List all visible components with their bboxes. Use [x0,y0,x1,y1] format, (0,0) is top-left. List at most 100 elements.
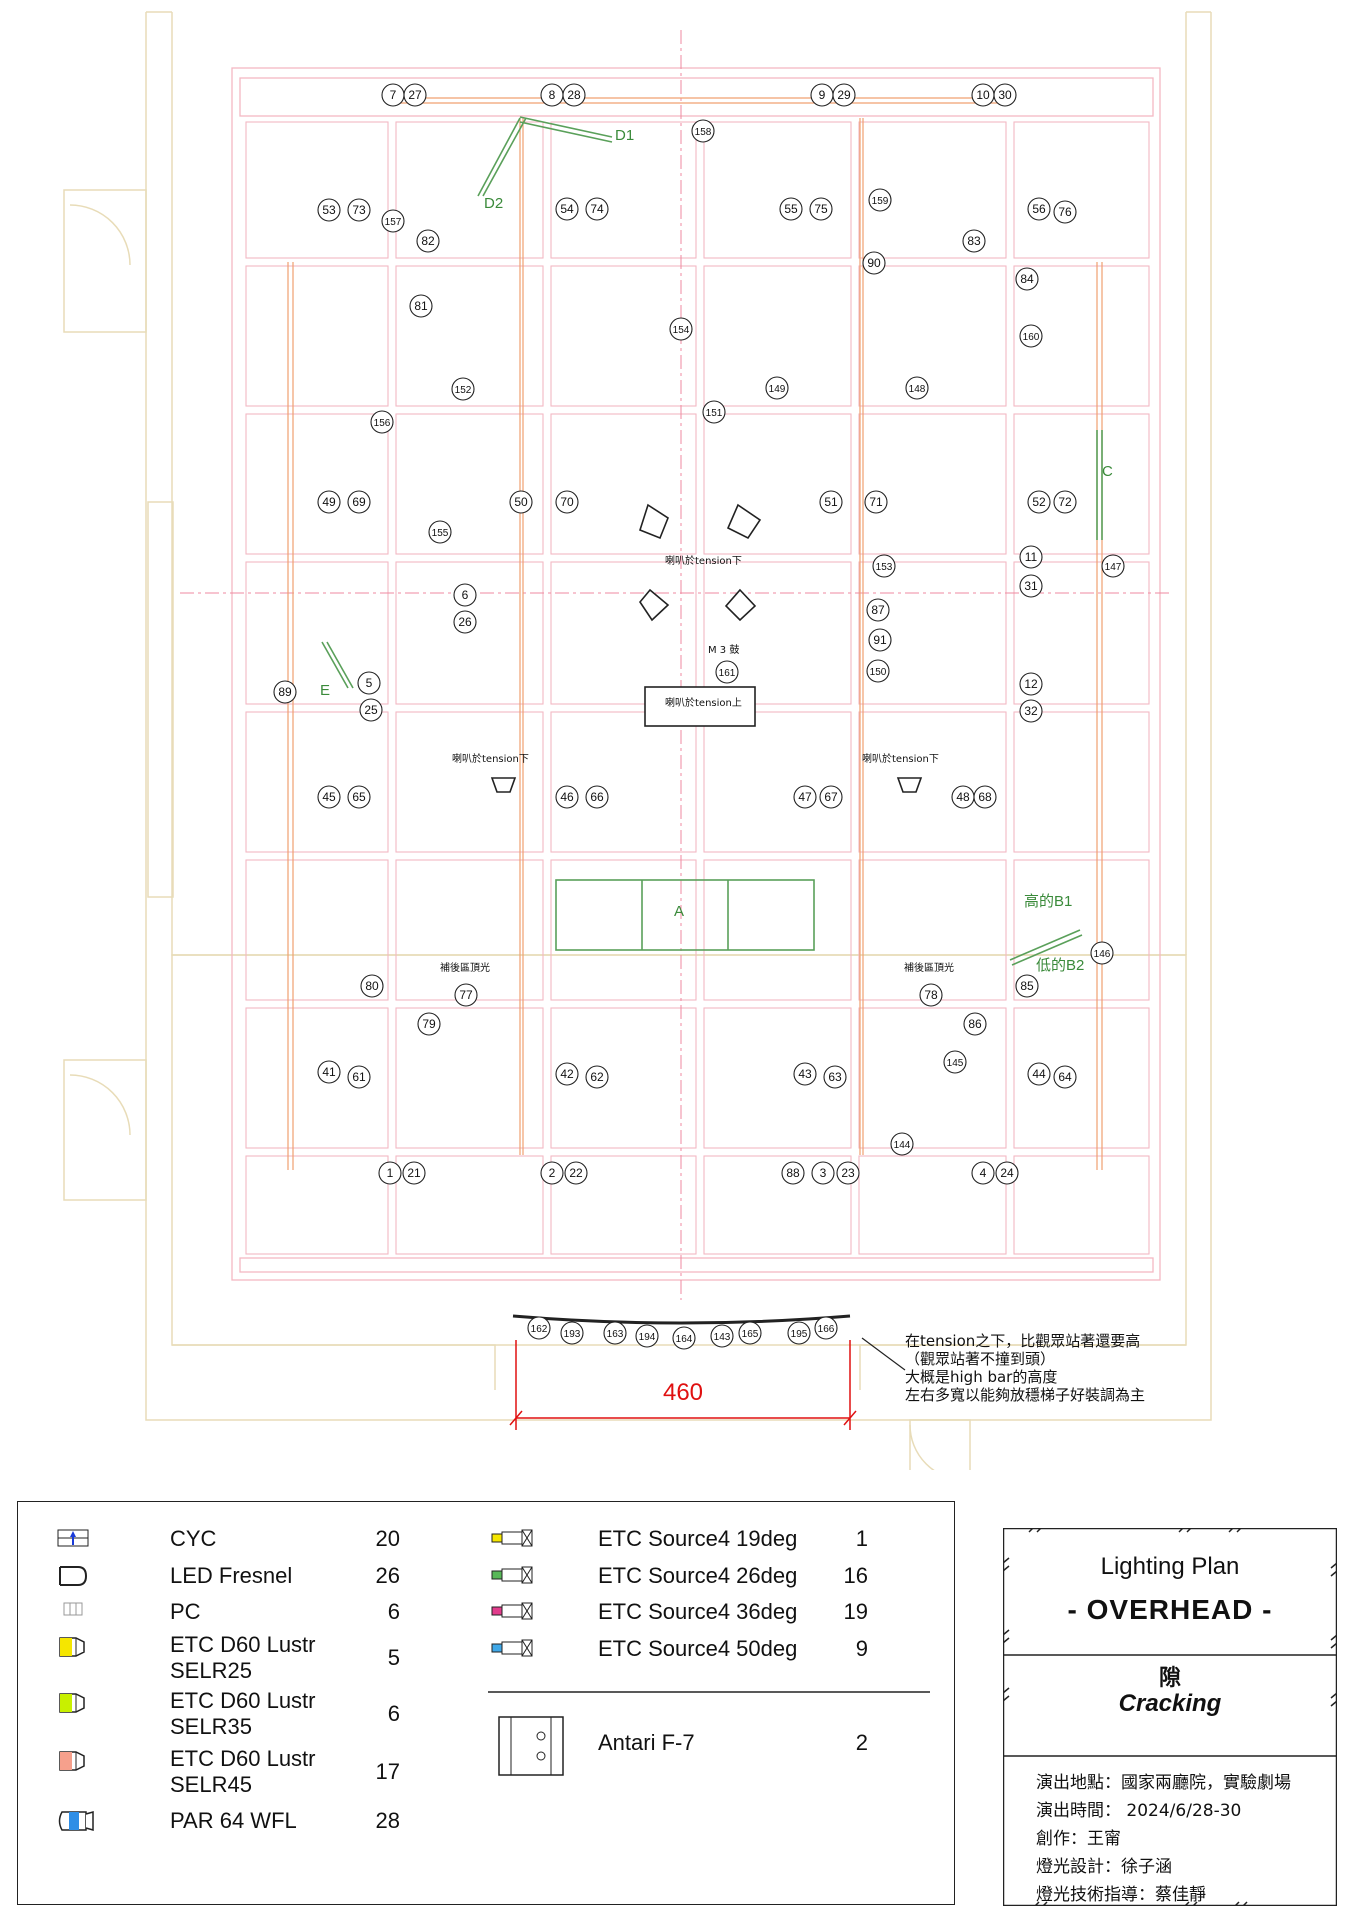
d60-selr25-icon [56,1634,90,1665]
fixture-82: 82 [416,229,440,253]
fixture-number: 63 [828,1070,842,1084]
fixture-155: 155 [428,520,452,544]
dimension-line [509,1340,857,1430]
grid-cell [245,1007,389,1149]
fixture-circle [560,1321,584,1345]
fixture-49: 49 [317,490,341,514]
grid-cell [245,413,389,555]
note-line-1: 在tension之下，比觀眾站著還要高 [905,1332,1140,1350]
fixture-145: 145 [943,1050,967,1074]
fixture-73: 73 [347,198,371,222]
tension-note: 在tension之下，比觀眾站著還要高 （觀眾站著不撞到頭） 大概是high b… [905,1332,1145,1404]
fixture-number: 73 [352,203,366,217]
fixture-number: 84 [1020,272,1034,286]
fixture-54: 54 [555,197,579,221]
fixture-number: 4 [980,1166,987,1180]
fixture-number: 27 [408,88,422,102]
fixture-4: 4 [971,1161,995,1185]
legend-item-name: PAR 64 WFL [170,1808,297,1833]
pipe-label-a: A [674,903,684,920]
fixture-circle [555,490,579,514]
fixture-number: 70 [560,495,574,509]
grid-cell [550,121,697,259]
fixture-circle [585,785,609,809]
fixture-87: 87 [866,598,890,622]
fixture-circle [738,1321,762,1345]
grid-cell [703,859,852,1001]
fixture-65: 65 [347,785,371,809]
grid-cell [245,121,389,259]
antari-f7-icon [496,1714,566,1783]
fixture-number: 46 [560,790,574,804]
fixture-number: 157 [385,217,402,228]
fixture-84: 84 [1015,267,1039,291]
fixture-circle [793,785,817,809]
fixture-146: 146 [1090,941,1114,965]
fixture-circle [872,554,896,578]
fixture-circle [1027,197,1051,221]
grid-cell [1013,413,1150,555]
grid-cell [703,1155,852,1255]
fixture-45: 45 [317,785,341,809]
misc-label-1: 補後區頂光 [440,961,490,974]
fixture-158: 158 [691,119,715,143]
fixture-152: 152 [451,377,475,401]
fixture-circle [868,628,892,652]
fixture-number: 158 [695,127,712,138]
grid-cell [858,121,1007,259]
grid-cell [245,265,389,407]
legend-item-count: 20 [375,1526,400,1551]
fixture-195: 195 [787,1321,811,1345]
fixture-circle [963,1012,987,1036]
title-block: Lighting Plan - OVERHEAD - 隙 Cracking 演出… [1003,1528,1337,1906]
fixture-31: 31 [1019,574,1043,598]
fixture-41: 41 [317,1060,341,1084]
fixture-number: 78 [924,988,938,1002]
fixture-circle [866,659,890,683]
fixture-circle [317,785,341,809]
fixture-number: 32 [1024,704,1038,718]
fixture-number: 12 [1024,677,1038,691]
fixture-circle [564,1161,588,1185]
fixture-6: 6 [453,583,477,607]
grid-cell [703,561,852,705]
legend-item-name: ETC D60 Lustr SELR25 [170,1632,316,1683]
legend-item-count: 17 [375,1759,400,1784]
fixture-46: 46 [555,785,579,809]
fixture-circle [555,1062,579,1086]
fixture-number: 6 [462,588,469,602]
fixture-147: 147 [1101,554,1125,578]
legend-item-count: 9 [855,1636,868,1661]
fixture-circle [1053,200,1077,224]
fixture-1: 1 [378,1161,402,1185]
grid-cell [245,561,389,705]
fixture-72: 72 [1053,490,1077,514]
fixture-64: 64 [1053,1065,1077,1089]
fixture-circle [527,1316,551,1340]
grid-cell [1013,561,1150,705]
fixture-7: 7 [381,83,405,107]
fixture-24: 24 [995,1161,1019,1185]
speaker-label-2: 喇叭於tension上 [665,696,742,709]
fixture-157: 157 [381,209,405,233]
fixture-circle [1019,574,1043,598]
fixture-circle [715,660,739,684]
fixture-52: 52 [1027,490,1051,514]
legend-item-name: CYC [170,1526,217,1551]
fixture-number: 148 [909,384,926,395]
fixture-48: 48 [951,785,975,809]
par64-icon [56,1808,96,1839]
fixture-circle [273,680,297,704]
fixture-11: 11 [1019,545,1043,569]
fixture-circle [1015,267,1039,291]
fixture-161: 161 [715,660,739,684]
fixture-number: 153 [876,562,893,573]
fixture-number: 65 [352,790,366,804]
fixture-circle [765,376,789,400]
legend-item-count: 16 [843,1563,868,1588]
fixture-21: 21 [402,1161,426,1185]
legend-item-name: Antari F-7 [598,1730,695,1755]
fixture-number: 23 [841,1166,855,1180]
grid-cell [550,711,697,853]
note-leader [861,1337,906,1371]
